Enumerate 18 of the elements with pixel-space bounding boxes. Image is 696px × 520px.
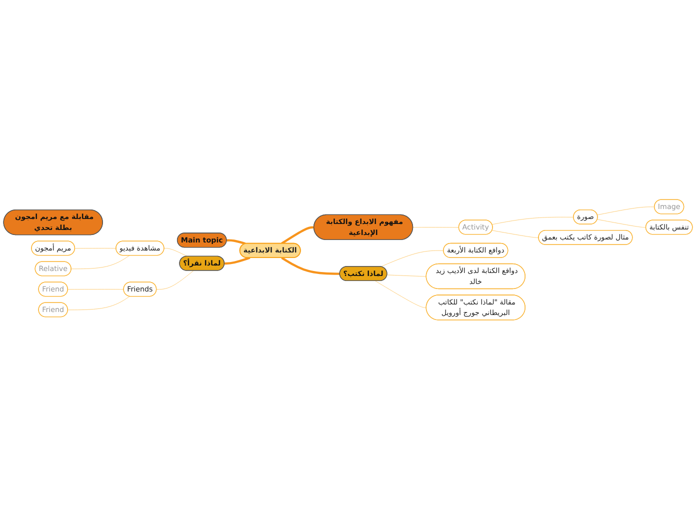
connector	[71, 256, 130, 270]
connector	[164, 248, 188, 257]
connector	[380, 250, 444, 268]
connector	[281, 257, 340, 276]
connector	[597, 206, 655, 216]
connector	[68, 296, 130, 310]
connector	[68, 289, 124, 290]
connector	[492, 217, 574, 225]
connector	[375, 280, 427, 308]
connector	[597, 219, 646, 228]
connector	[74, 248, 116, 249]
connector	[224, 256, 250, 265]
connector	[412, 227, 460, 228]
connector	[492, 230, 539, 238]
connector	[386, 274, 427, 277]
connector	[226, 239, 246, 246]
connector	[281, 226, 314, 245]
connector	[156, 270, 194, 290]
